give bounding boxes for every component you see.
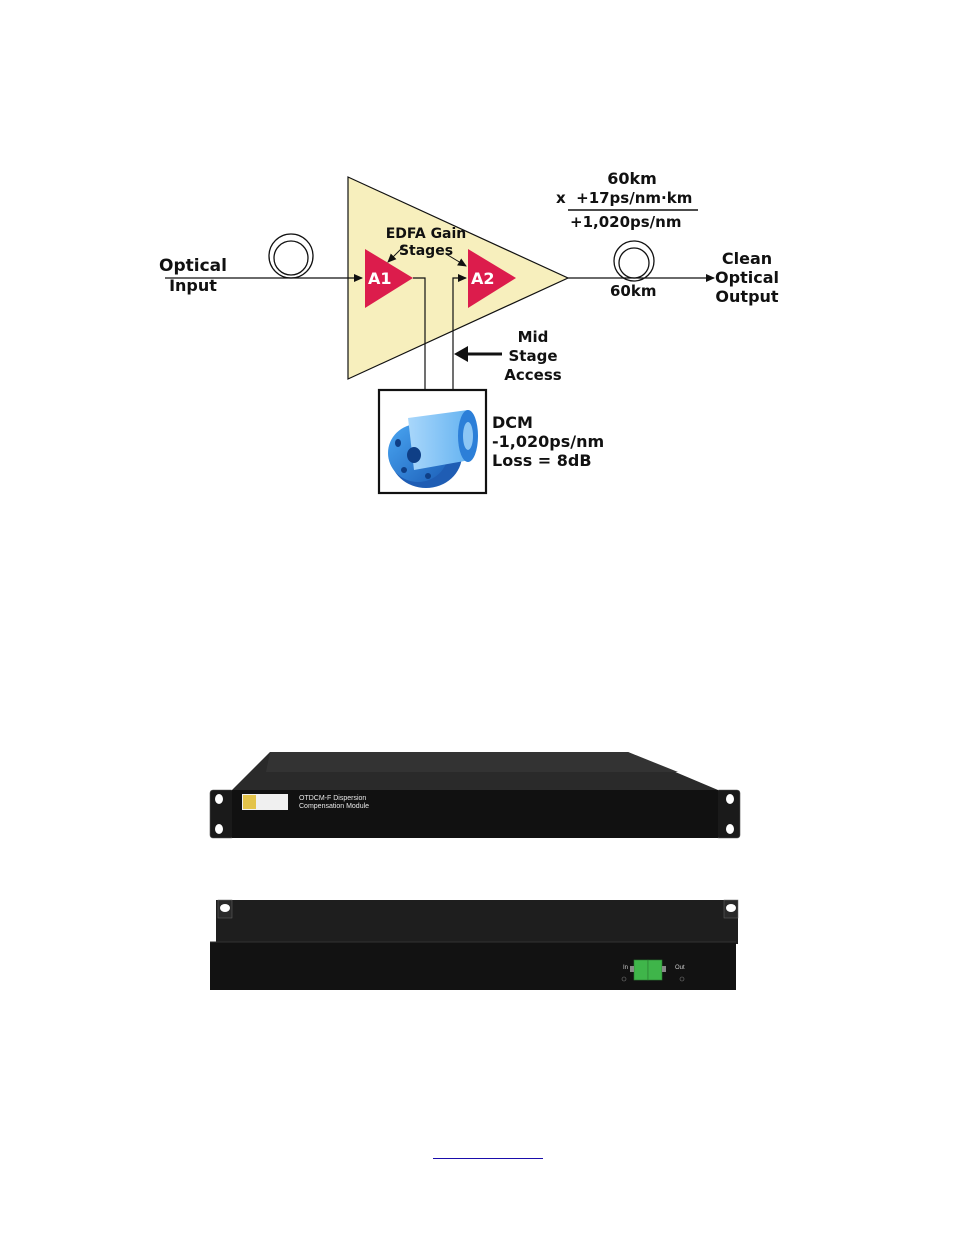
output-fiber-length: 60km <box>610 282 657 300</box>
mid-stage-label-3: Access <box>504 366 562 384</box>
port-in-label: In <box>623 965 629 971</box>
front-model-line-2: Compensation Module <box>299 803 370 810</box>
a1-to-dcm-line <box>413 277 429 409</box>
optical-input-label-2: Input <box>169 276 217 295</box>
output-label-2: Optical <box>715 268 779 287</box>
fiber-spool-icon <box>388 410 478 488</box>
output-label-3: Output <box>715 287 779 306</box>
output-fiber-coil-icon <box>613 240 655 282</box>
amplifier-a2-label: A2 <box>471 269 495 288</box>
port-out-label: Out <box>675 965 685 971</box>
dcm-loss: Loss = 8dB <box>492 451 592 470</box>
mid-stage-label-1: Mid <box>517 328 549 346</box>
diagram-graphics <box>165 176 715 495</box>
mid-stage-label-2: Stage <box>508 347 558 365</box>
dispersion-length: 60km <box>607 169 657 188</box>
dcm-dispersion: -1,020ps/nm <box>492 432 605 451</box>
footer-link[interactable] <box>433 1145 543 1161</box>
amplifier-a1-shape <box>365 249 413 308</box>
edfa-label-2: Stages <box>398 243 454 259</box>
amplifier-a2-shape <box>468 249 516 308</box>
dispersion-total: +1,020ps/nm <box>570 213 682 231</box>
dcm-diagram: Optical Input EDFA Gain Stages A1 A2 60k… <box>0 0 954 520</box>
device-front-photo: OTDCM-F Dispersion Compensation Module <box>208 750 742 842</box>
dcm-to-a2-line <box>452 274 467 420</box>
output-label-1: Clean <box>721 249 773 268</box>
input-fiber-coil-icon <box>268 233 314 279</box>
fiber-connector-out <box>647 959 663 981</box>
fiber-connector-in <box>633 959 649 981</box>
edfa-label-1: EDFA Gain <box>385 226 467 242</box>
optical-input-label-1: Optical <box>159 256 227 276</box>
front-model-line-1: OTDCM-F Dispersion <box>299 795 367 802</box>
device-rear-photo: In Out <box>208 898 742 994</box>
dispersion-coefficient: x +17ps/nm·km <box>556 189 693 207</box>
amplifier-a1-label: A1 <box>368 269 392 288</box>
dcm-title: DCM <box>492 413 533 432</box>
